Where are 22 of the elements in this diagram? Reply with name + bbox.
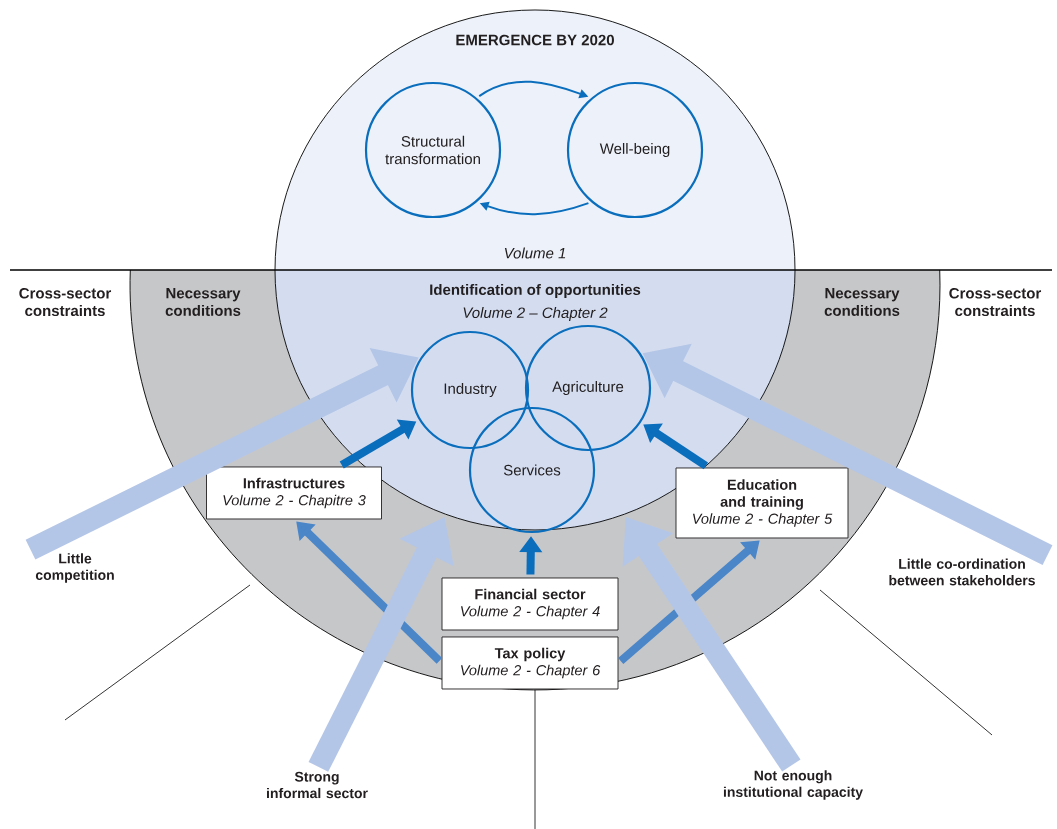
node-label: Volume 2 – Chapter 2 (463, 307, 608, 321)
circle-node: Structural transformation (364, 81, 502, 219)
node-label: Necessary conditions (165, 288, 241, 316)
node-label: Volume 1 (504, 247, 566, 259)
constraint-label: Little competition (35, 553, 114, 583)
circle-node: Industry (410, 330, 530, 450)
text-box: Infrastructures Volume 2 - Chapitre 3 (206, 466, 382, 520)
block-arrow (618, 540, 760, 665)
circle-node: Well-being (566, 81, 704, 219)
column-label: Cross-sector constraints (19, 287, 112, 317)
circle-node: Agriculture (524, 324, 652, 452)
node-label: Necessary conditions (824, 288, 900, 316)
constraint-label: Strong informal sector (267, 771, 368, 799)
circle-node: Services (468, 406, 596, 534)
text-box: Financial sector Volume 2 - Chapter 4 (441, 577, 619, 631)
constraint-label: Little co-ordination between stakeholders (889, 558, 1035, 586)
text-box: Education and training Volume 2 - Chapter 5 (675, 467, 849, 539)
node-label: EMERGENCE BY 2020 (456, 34, 614, 46)
constraint-label: Not enough institutional capacity (723, 770, 863, 800)
column-label: Cross-sector constraints (949, 287, 1042, 317)
node-label: Identification of opportunities (430, 284, 641, 298)
text-box: Tax policy Volume 2 - Chapter 6 (441, 636, 619, 690)
